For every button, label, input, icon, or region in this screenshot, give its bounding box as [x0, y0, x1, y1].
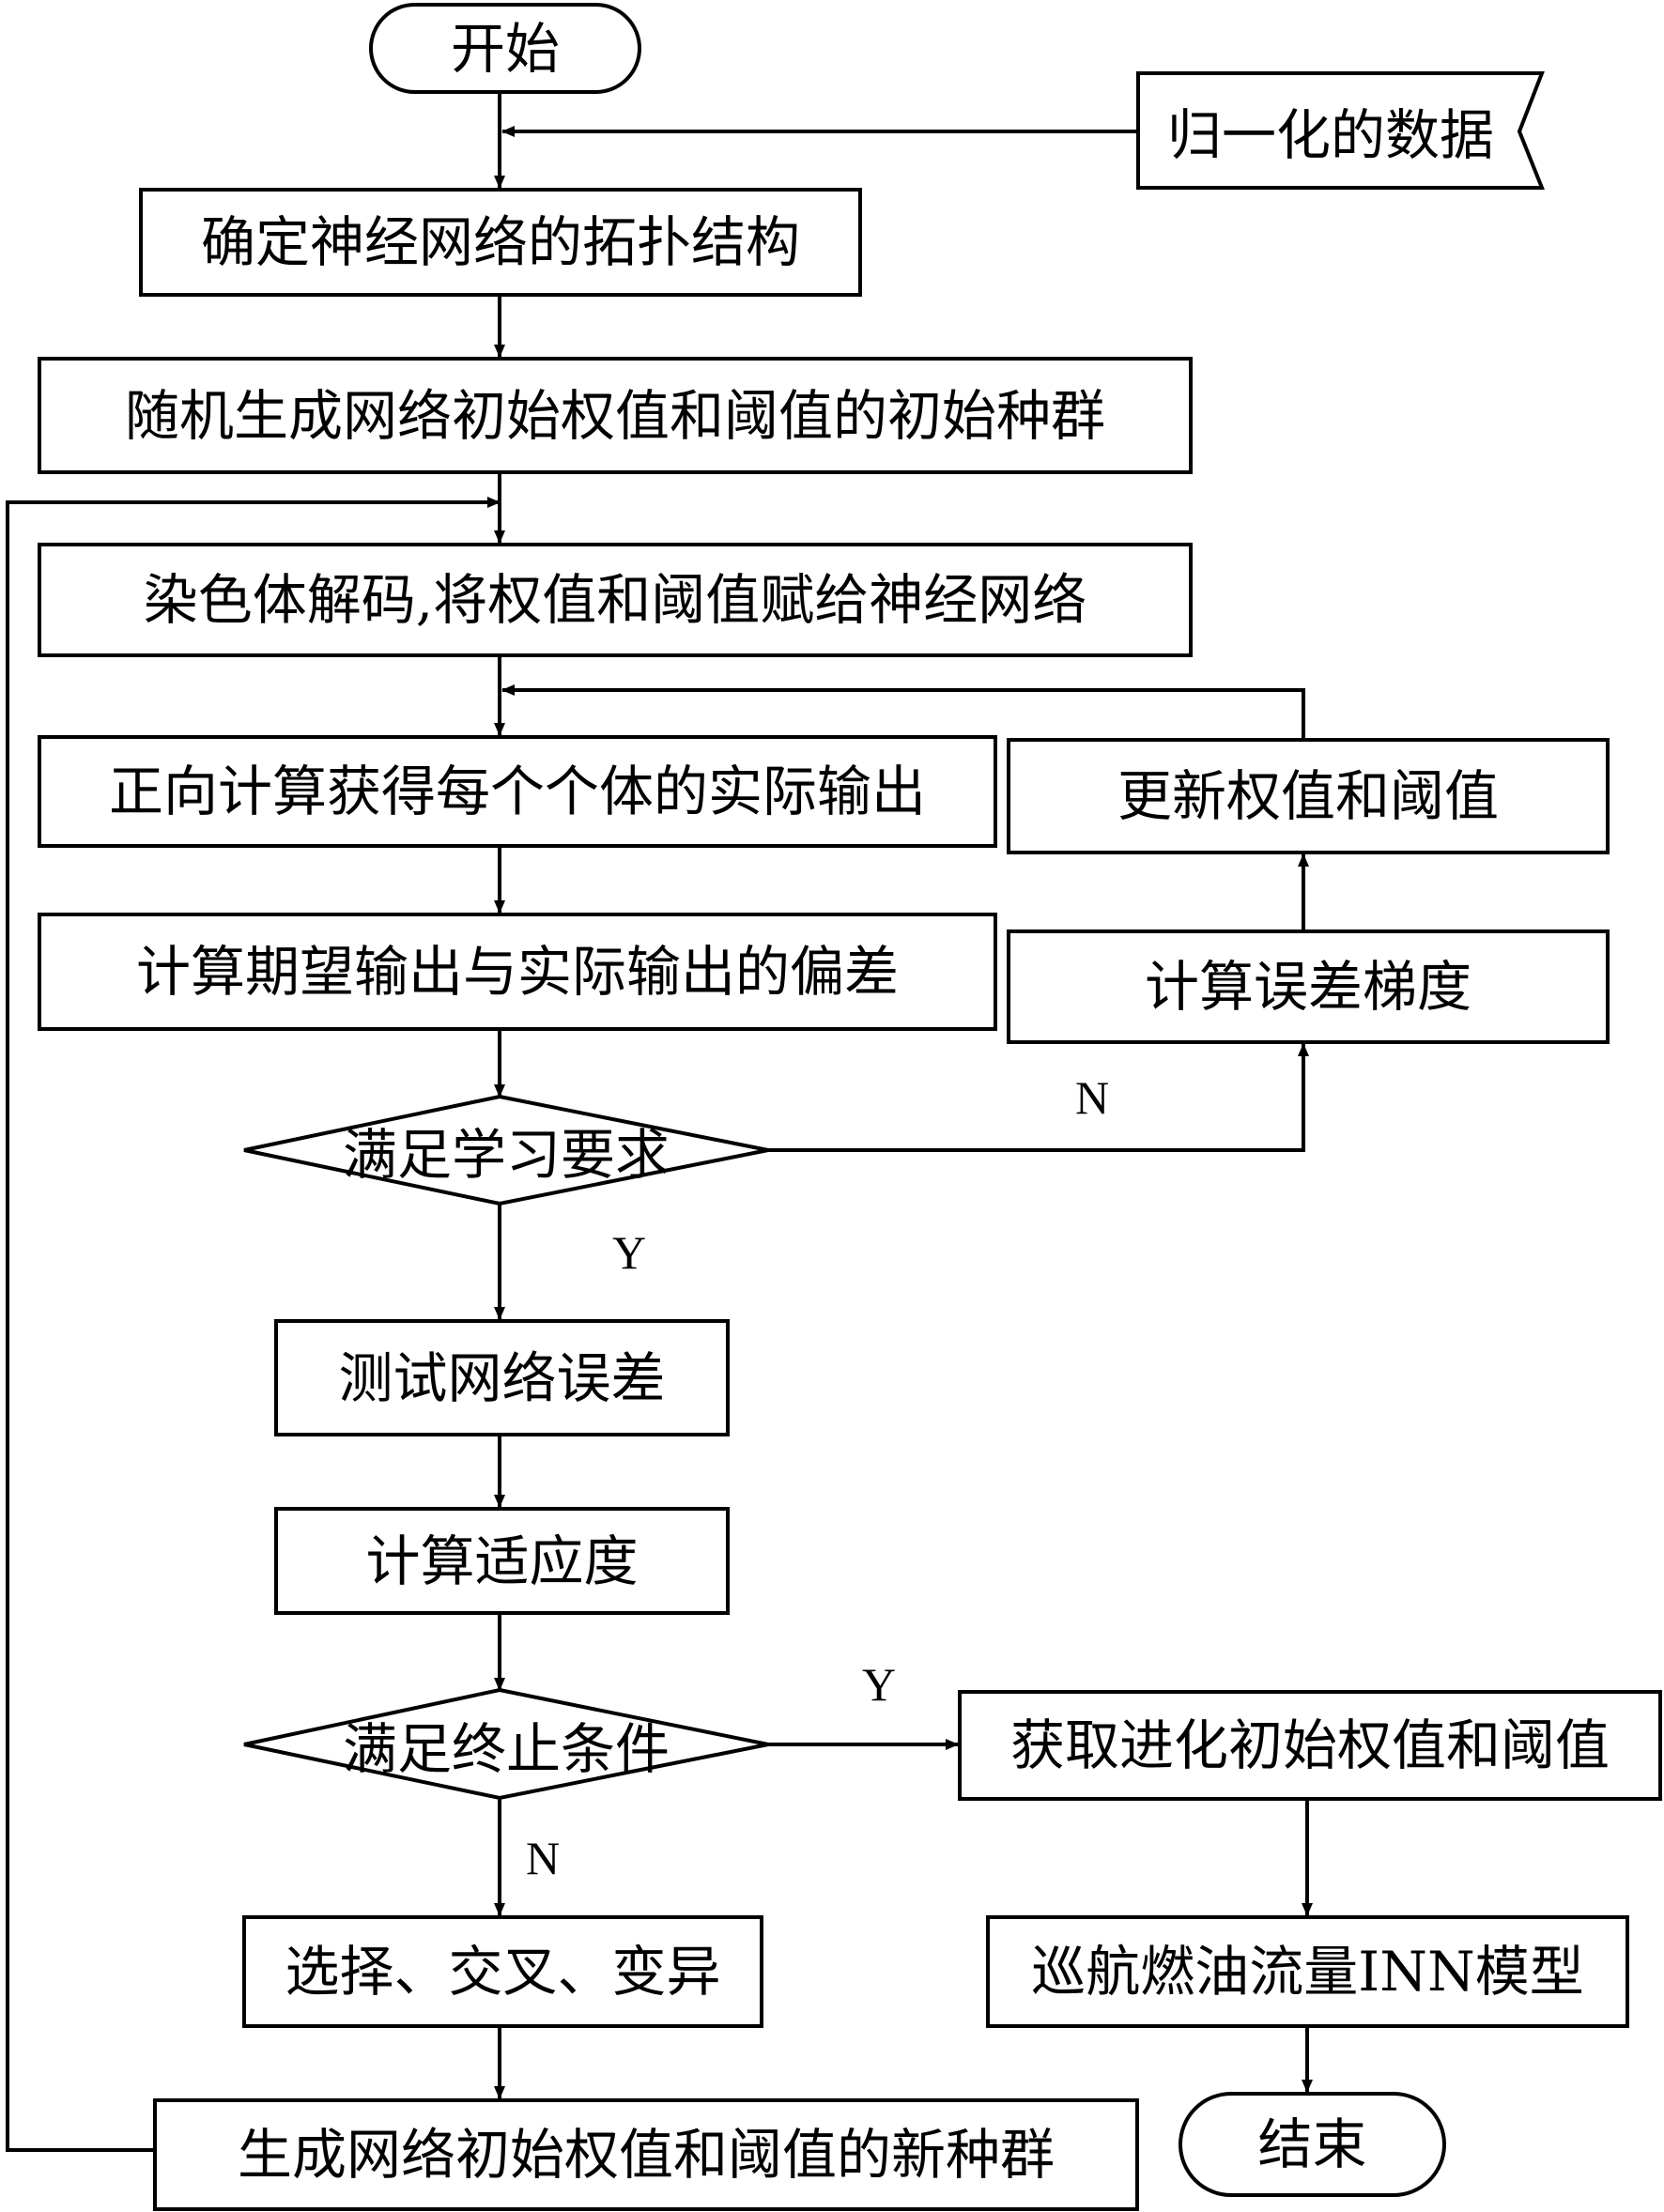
- init-population-box: 随机生成网络初始权值和阈值的初始种群: [38, 357, 1193, 474]
- update-box: 更新权值和阈值: [1007, 738, 1610, 854]
- arrow-new-population-loop: [6, 497, 501, 2152]
- topology-box: 确定神经网络的拓扑结构: [139, 188, 862, 297]
- arrow-learn-no-to-gradient: [768, 1043, 1309, 1152]
- stop-yes-label: Y: [862, 1658, 897, 1711]
- data-input-shape: [1136, 71, 1545, 190]
- start-terminal: 开始: [369, 3, 641, 94]
- learn-condition-diamond: [243, 1094, 769, 1206]
- forward-box: 正向计算获得每个个体的实际输出: [38, 735, 997, 848]
- gradient-box: 计算误差梯度: [1007, 929, 1610, 1044]
- model-box: 巡航燃油流量INN模型: [986, 1915, 1629, 2028]
- decode-box: 染色体解码,将权值和阈值赋给神经网络: [38, 543, 1193, 657]
- learn-condition-label: 满足学习要求: [342, 1123, 670, 1187]
- ga-ops-box: 选择、交叉、变异: [242, 1915, 763, 2028]
- test-error-box: 测试网络误差: [274, 1319, 730, 1436]
- end-terminal: 结束: [1179, 2092, 1446, 2197]
- stop-no-label: N: [526, 1832, 561, 1884]
- deviation-box: 计算期望输出与实际输出的偏差: [38, 913, 997, 1031]
- get-weights-box: 获取进化初始权值和阈值: [958, 1690, 1662, 1801]
- arrow-update-loop: [501, 684, 1305, 738]
- stop-condition-label: 满足终止条件: [342, 1716, 670, 1781]
- learn-no-label: N: [1075, 1071, 1110, 1124]
- stop-condition-diamond: [243, 1687, 769, 1801]
- fitness-box: 计算适应度: [274, 1507, 730, 1615]
- data-input-label: 归一化的数据: [1166, 103, 1494, 167]
- new-population-box: 生成网络初始权值和阈值的新种群: [153, 2098, 1139, 2211]
- learn-yes-label: Y: [612, 1226, 647, 1279]
